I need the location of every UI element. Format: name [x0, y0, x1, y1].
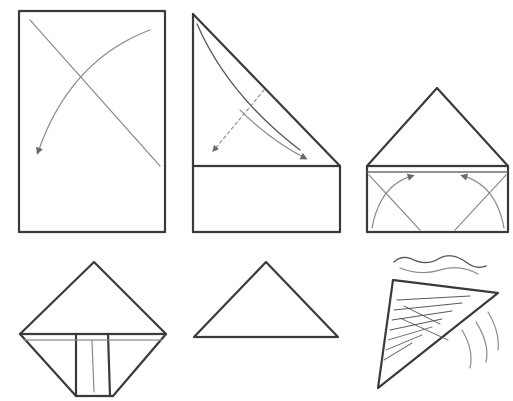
step-1-rectangle: [19, 11, 165, 232]
step-2-curved-arrow: [240, 110, 305, 158]
step-6-torn-side: [462, 312, 498, 368]
step-3-roof: [367, 88, 508, 166]
step-4-top-triangle: [20, 262, 166, 334]
step-1-paper-outline: [19, 11, 165, 232]
step-6-triangle-outline: [378, 280, 498, 388]
step-3-right-diagonal: [455, 175, 506, 230]
step-5-triangle-outline: [194, 262, 338, 337]
step-6-hatched-triangle: [378, 256, 498, 388]
step-3-base: [367, 166, 508, 232]
step-3-left-diagonal: [369, 175, 420, 230]
step-5-triangle: [194, 262, 338, 337]
step-4-lower-right-edge: [113, 334, 166, 396]
step-2-diagonal-fold: [193, 14, 340, 232]
step-2-diagonal-edge: [193, 14, 340, 166]
step-3-house-shape: [367, 88, 508, 232]
step-4-lower-left-edge: [20, 334, 76, 396]
step-4-triangle-with-flap: [20, 262, 166, 396]
step-3-left-corner-arrow: [372, 176, 412, 228]
step-6-torn-fibers: [400, 268, 478, 274]
step-2-dashed-fold-arrow: [214, 90, 264, 150]
step-2-inner-flap-curve: [197, 24, 300, 150]
step-4-flap-crease: [92, 340, 94, 392]
step-6-torn-top-edge: [394, 256, 486, 268]
step-1-diagonal-fold-line: [30, 20, 160, 166]
step-4-flap-right: [108, 334, 110, 396]
